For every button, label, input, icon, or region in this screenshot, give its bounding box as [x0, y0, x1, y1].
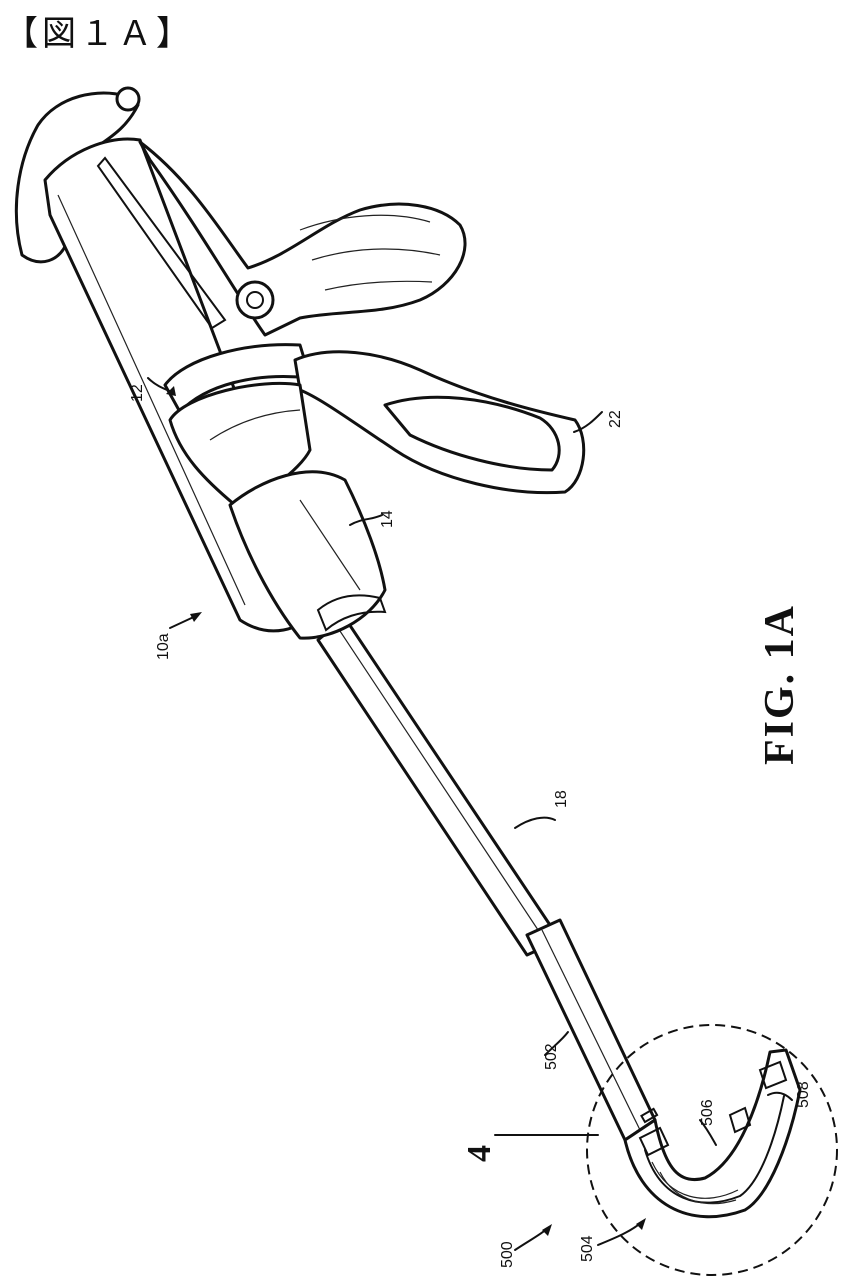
ref-18: 18: [553, 790, 570, 808]
ref-14: 14: [379, 510, 396, 528]
ref-502: 502: [543, 1043, 560, 1070]
ref-22: 22: [607, 410, 624, 428]
ref-504: 504: [579, 1235, 596, 1262]
loading-unit-tube: [527, 920, 655, 1140]
ref-12: 12: [129, 384, 146, 402]
handle-assembly: [16, 88, 583, 638]
ref-4: 4: [461, 1145, 498, 1162]
shaft: [318, 618, 560, 955]
curved-end-effector: [625, 1050, 800, 1217]
ref-10a: 10a: [155, 633, 172, 660]
ref-506: 506: [699, 1099, 716, 1126]
ref-508: 508: [795, 1081, 812, 1108]
figure-caption: FIG. 1A: [757, 604, 803, 765]
ref-500: 500: [499, 1241, 516, 1268]
